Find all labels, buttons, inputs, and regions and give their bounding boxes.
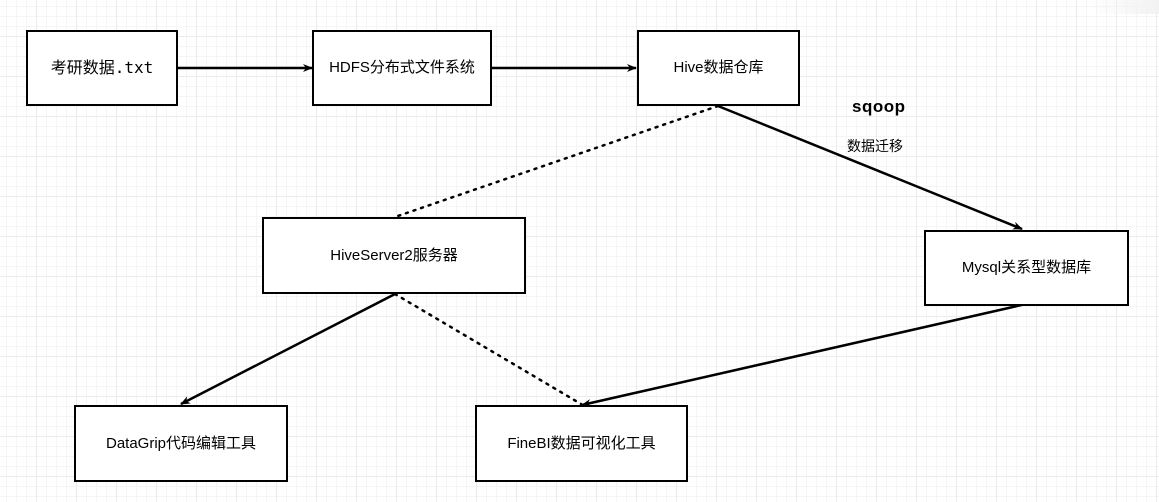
node-finebi-label: FineBI数据可视化工具 (507, 434, 656, 452)
node-mysql[interactable]: Mysql关系型数据库 (924, 230, 1129, 306)
node-hive[interactable]: Hive数据仓库 (637, 30, 800, 106)
node-kaoyan-data[interactable]: 考研数据.txt (26, 30, 178, 106)
node-mysql-label: Mysql关系型数据库 (961, 259, 1092, 276)
edge-hive-to-hiveserver2 (393, 104, 720, 219)
corner-decoration (1089, 0, 1159, 14)
edge-hiveserver2-to-finebi (393, 292, 583, 406)
edge-label-sqoop: sqoop (852, 97, 906, 116)
node-hive-label: Hive数据仓库 (673, 59, 764, 76)
node-finebi[interactable]: FineBI数据可视化工具 (475, 405, 688, 482)
node-datagrip[interactable]: DataGrip代码编辑工具 (74, 405, 288, 482)
edge-mysql-to-finebi (581, 302, 1027, 407)
node-datagrip-label: DataGrip代码编辑工具 (105, 434, 257, 452)
node-kaoyan-data-label: 考研数据.txt (50, 58, 154, 78)
node-hdfs[interactable]: HDFS分布式文件系统 (312, 30, 492, 106)
node-hdfs-label: HDFS分布式文件系统 (329, 59, 475, 76)
node-hiveserver2[interactable]: HiveServer2服务器 (262, 217, 526, 294)
edge-label-data-migration: 数据迁移 (847, 138, 903, 154)
edge-hive-to-mysql (717, 104, 1023, 231)
node-hiveserver2-label: HiveServer2服务器 (330, 246, 458, 264)
edge-hiveserver2-to-datagrip (180, 292, 396, 406)
